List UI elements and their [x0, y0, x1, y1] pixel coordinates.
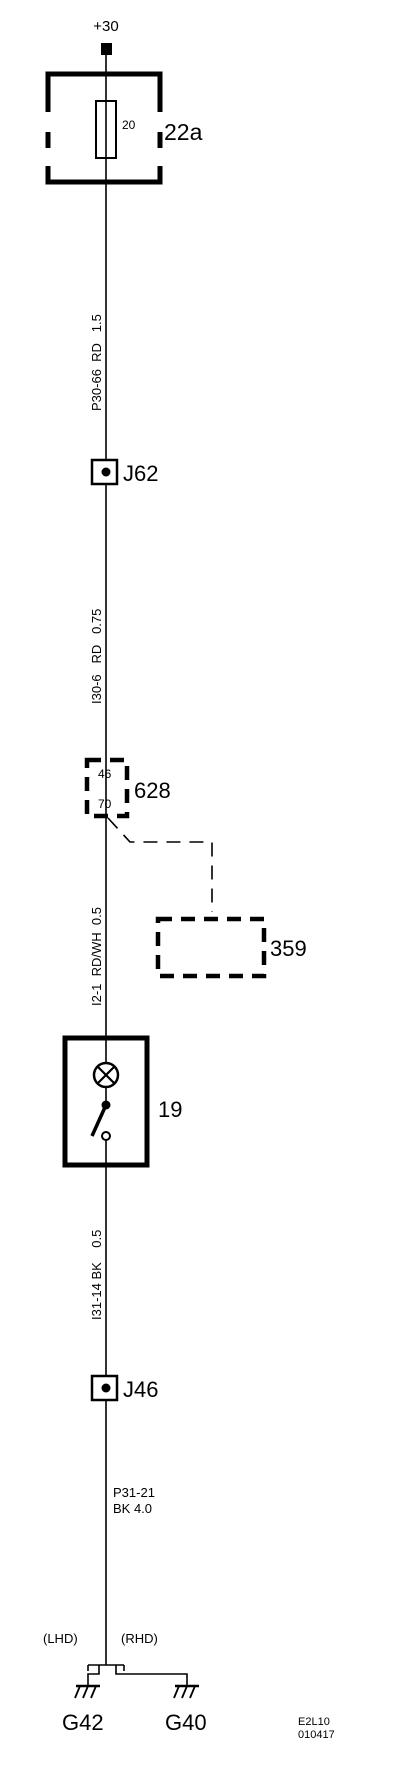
diagram-code: E2L10	[298, 1716, 330, 1728]
wire-label-i31-14: I31-14 BK 0.5	[89, 1230, 104, 1320]
junction-dot	[101, 467, 111, 477]
junction-dot	[101, 1383, 111, 1393]
junction-label: J46	[123, 1377, 158, 1402]
ground-g42: G42	[62, 1665, 104, 1735]
module-359: 359	[155, 916, 307, 979]
connector-pin-46: 46	[98, 767, 112, 781]
fuse-rating: 20	[122, 118, 136, 132]
diagram-date: 010417	[298, 1729, 335, 1741]
power-terminal	[101, 43, 112, 55]
wire-label-bk-4: BK 4.0	[113, 1501, 152, 1516]
module-box	[155, 916, 267, 979]
power-label: +30	[93, 18, 118, 35]
ground-g40-label: G40	[165, 1710, 207, 1735]
switch-blade	[90, 1104, 108, 1137]
fuse-box-bottom	[45, 166, 163, 185]
ground-g42-label: G42	[62, 1710, 104, 1735]
wire-label-p30-66: P30-66 RD 1.5	[89, 314, 104, 411]
connector-628: 46 70 628	[84, 757, 171, 819]
wire-label-i2-1: I2-1 RD/WH 0.5	[89, 907, 104, 1006]
fuse-22a: 20 22a	[45, 71, 203, 185]
connector-box	[84, 757, 130, 819]
switch-contact	[101, 1131, 111, 1141]
module-link-line	[107, 817, 213, 912]
switch-19: 19	[62, 1035, 182, 1168]
fuse-id: 22a	[164, 119, 203, 145]
connector-pin-70: 70	[98, 797, 112, 811]
connector-id: 628	[134, 778, 171, 803]
module-id: 359	[270, 936, 307, 961]
junction-label: J62	[123, 461, 158, 486]
wire-label-i30-6: I30-6 RD 0.75	[89, 609, 104, 704]
ground-rhd-label: (RHD)	[121, 1631, 158, 1646]
switch-id: 19	[158, 1097, 182, 1122]
junction-j62: J62	[90, 458, 158, 486]
fuse-box-top	[45, 71, 163, 112]
junction-j46: J46	[90, 1374, 158, 1402]
wire-label-p31-21: P31-21	[113, 1485, 155, 1500]
ground-g40: G40	[115, 1665, 207, 1735]
ground-lhd-label: (LHD)	[43, 1631, 78, 1646]
junction-box	[90, 458, 119, 486]
